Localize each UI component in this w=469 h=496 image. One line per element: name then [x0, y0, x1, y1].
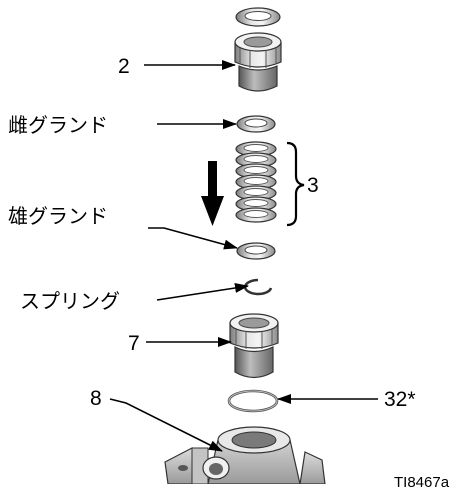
- label-male-gland: 雄グランド: [8, 205, 108, 228]
- label-spring: スプリング: [20, 290, 120, 313]
- leader-part-8: [109, 398, 223, 452]
- top-washer: [235, 7, 281, 27]
- label-female-gland: 雌グランド: [8, 114, 108, 137]
- label-part-7: 7: [128, 332, 140, 355]
- label-part-32: 32*: [384, 388, 416, 411]
- leader-spring: [156, 283, 249, 301]
- gland-nut-part-7: [229, 313, 279, 379]
- female-gland: [236, 115, 276, 133]
- leader-male-gland: [148, 227, 238, 250]
- pump-housing-part-8: [162, 426, 328, 496]
- figure-reference: TI8467a: [394, 474, 450, 491]
- label-part-8: 8: [90, 387, 102, 410]
- direction-down-arrow: [201, 161, 224, 226]
- spring-ring: [243, 278, 273, 296]
- label-part-3: 3: [307, 174, 319, 197]
- brace-part-3: [286, 141, 305, 227]
- v-packing-stack-part-3: [235, 141, 277, 223]
- male-gland: [236, 242, 276, 260]
- o-ring-part-32: [227, 389, 279, 413]
- label-part-2: 2: [118, 55, 130, 78]
- gland-nut-part-2: [234, 32, 282, 92]
